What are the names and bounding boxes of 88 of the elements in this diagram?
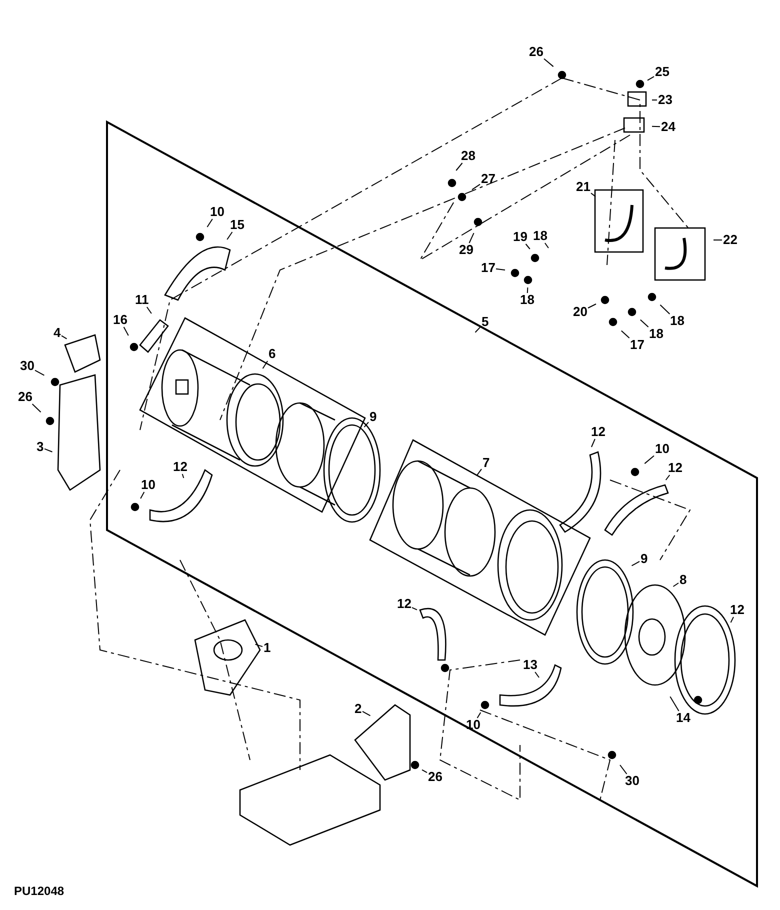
leader-line bbox=[588, 304, 596, 308]
callout-number: 26 bbox=[428, 770, 442, 784]
leader-line bbox=[672, 582, 679, 587]
leader-line bbox=[254, 644, 263, 648]
callout-number: 9 bbox=[370, 410, 377, 424]
callout-number: 12 bbox=[591, 425, 606, 439]
leader-line bbox=[644, 455, 654, 464]
leader-line bbox=[123, 326, 129, 336]
leader-line bbox=[496, 268, 506, 270]
callout-number: 25 bbox=[655, 65, 670, 79]
leader-line bbox=[620, 330, 630, 338]
leader-line bbox=[262, 360, 268, 369]
leader-line bbox=[526, 287, 528, 294]
callout-number: 5 bbox=[482, 315, 489, 329]
callout-number: 19 bbox=[513, 230, 528, 244]
leader-line bbox=[476, 712, 482, 718]
callout-number: 17 bbox=[481, 261, 496, 275]
callout-number: 10 bbox=[655, 442, 670, 456]
callout-number: 26 bbox=[18, 390, 32, 404]
leader-line bbox=[665, 474, 670, 480]
callout-number: 22 bbox=[723, 233, 738, 247]
callout-number: 14 bbox=[676, 711, 690, 725]
leader-line bbox=[534, 672, 540, 678]
callout-number: 3 bbox=[36, 440, 44, 454]
leader-line bbox=[730, 616, 734, 623]
drawing-number: PU12048 bbox=[14, 884, 64, 898]
leader-line bbox=[140, 492, 145, 499]
callout-number: 9 bbox=[640, 552, 648, 566]
callout-number: 12 bbox=[730, 603, 744, 617]
callout-number: 7 bbox=[482, 456, 490, 470]
callout-number: 8 bbox=[680, 573, 687, 587]
callout-number: 18 bbox=[533, 229, 548, 243]
leader-line bbox=[44, 448, 53, 452]
callout-number: 27 bbox=[481, 172, 496, 186]
callout-number: 13 bbox=[523, 658, 538, 672]
leader-line bbox=[620, 764, 628, 774]
leader-line bbox=[412, 607, 418, 610]
leader-line bbox=[61, 335, 68, 340]
leader-line bbox=[640, 319, 649, 328]
leader-line bbox=[670, 696, 680, 712]
callout-number: 1 bbox=[264, 641, 271, 655]
leader-line bbox=[476, 468, 482, 476]
callout-number: 18 bbox=[520, 293, 534, 307]
callout-number: 30 bbox=[20, 359, 34, 373]
leader-line bbox=[544, 58, 554, 68]
leader-line bbox=[590, 438, 596, 448]
callout-number: 18 bbox=[649, 327, 664, 341]
callout-number: 2 bbox=[354, 702, 362, 716]
leader-line bbox=[362, 710, 371, 716]
callout-number: 10 bbox=[141, 478, 156, 492]
callout-number: 28 bbox=[461, 149, 476, 163]
callout-number: 6 bbox=[268, 347, 276, 361]
callout-number: 12 bbox=[397, 597, 412, 611]
leader-line bbox=[660, 304, 670, 314]
callout-number: 12 bbox=[173, 460, 188, 474]
callout-number: 23 bbox=[658, 93, 672, 107]
callout-number: 21 bbox=[576, 180, 590, 194]
callout-number: 10 bbox=[210, 205, 224, 219]
callout-number: 20 bbox=[573, 305, 588, 319]
leader-line bbox=[422, 769, 428, 774]
callout-number: 26 bbox=[529, 45, 544, 59]
callout-number: 30 bbox=[625, 774, 640, 788]
leader-line bbox=[590, 192, 596, 198]
leader-line bbox=[652, 126, 660, 128]
leader-line bbox=[182, 474, 184, 478]
leader-line bbox=[206, 218, 213, 228]
callout-number: 12 bbox=[668, 461, 682, 475]
callout-number: 18 bbox=[670, 314, 684, 328]
callout-number: 24 bbox=[661, 120, 676, 134]
callout-number: 15 bbox=[230, 218, 244, 232]
leader-line bbox=[364, 422, 369, 428]
leader-line bbox=[456, 162, 463, 171]
callout-number: 29 bbox=[459, 243, 474, 257]
leader-line bbox=[525, 244, 530, 250]
leader-line bbox=[34, 370, 45, 376]
leader-line bbox=[472, 184, 480, 190]
leader-line bbox=[32, 404, 42, 413]
leader-line bbox=[631, 560, 640, 566]
leader-line bbox=[226, 232, 233, 240]
callout-number: 16 bbox=[113, 313, 128, 327]
callout-number: 4 bbox=[54, 326, 61, 340]
leader-line bbox=[146, 306, 152, 314]
leader-line bbox=[647, 76, 654, 81]
callout-number: 11 bbox=[135, 293, 149, 307]
leader-line bbox=[468, 232, 474, 244]
leader-line bbox=[474, 326, 481, 333]
leader-line bbox=[544, 242, 549, 248]
callout-number: 17 bbox=[630, 338, 644, 352]
